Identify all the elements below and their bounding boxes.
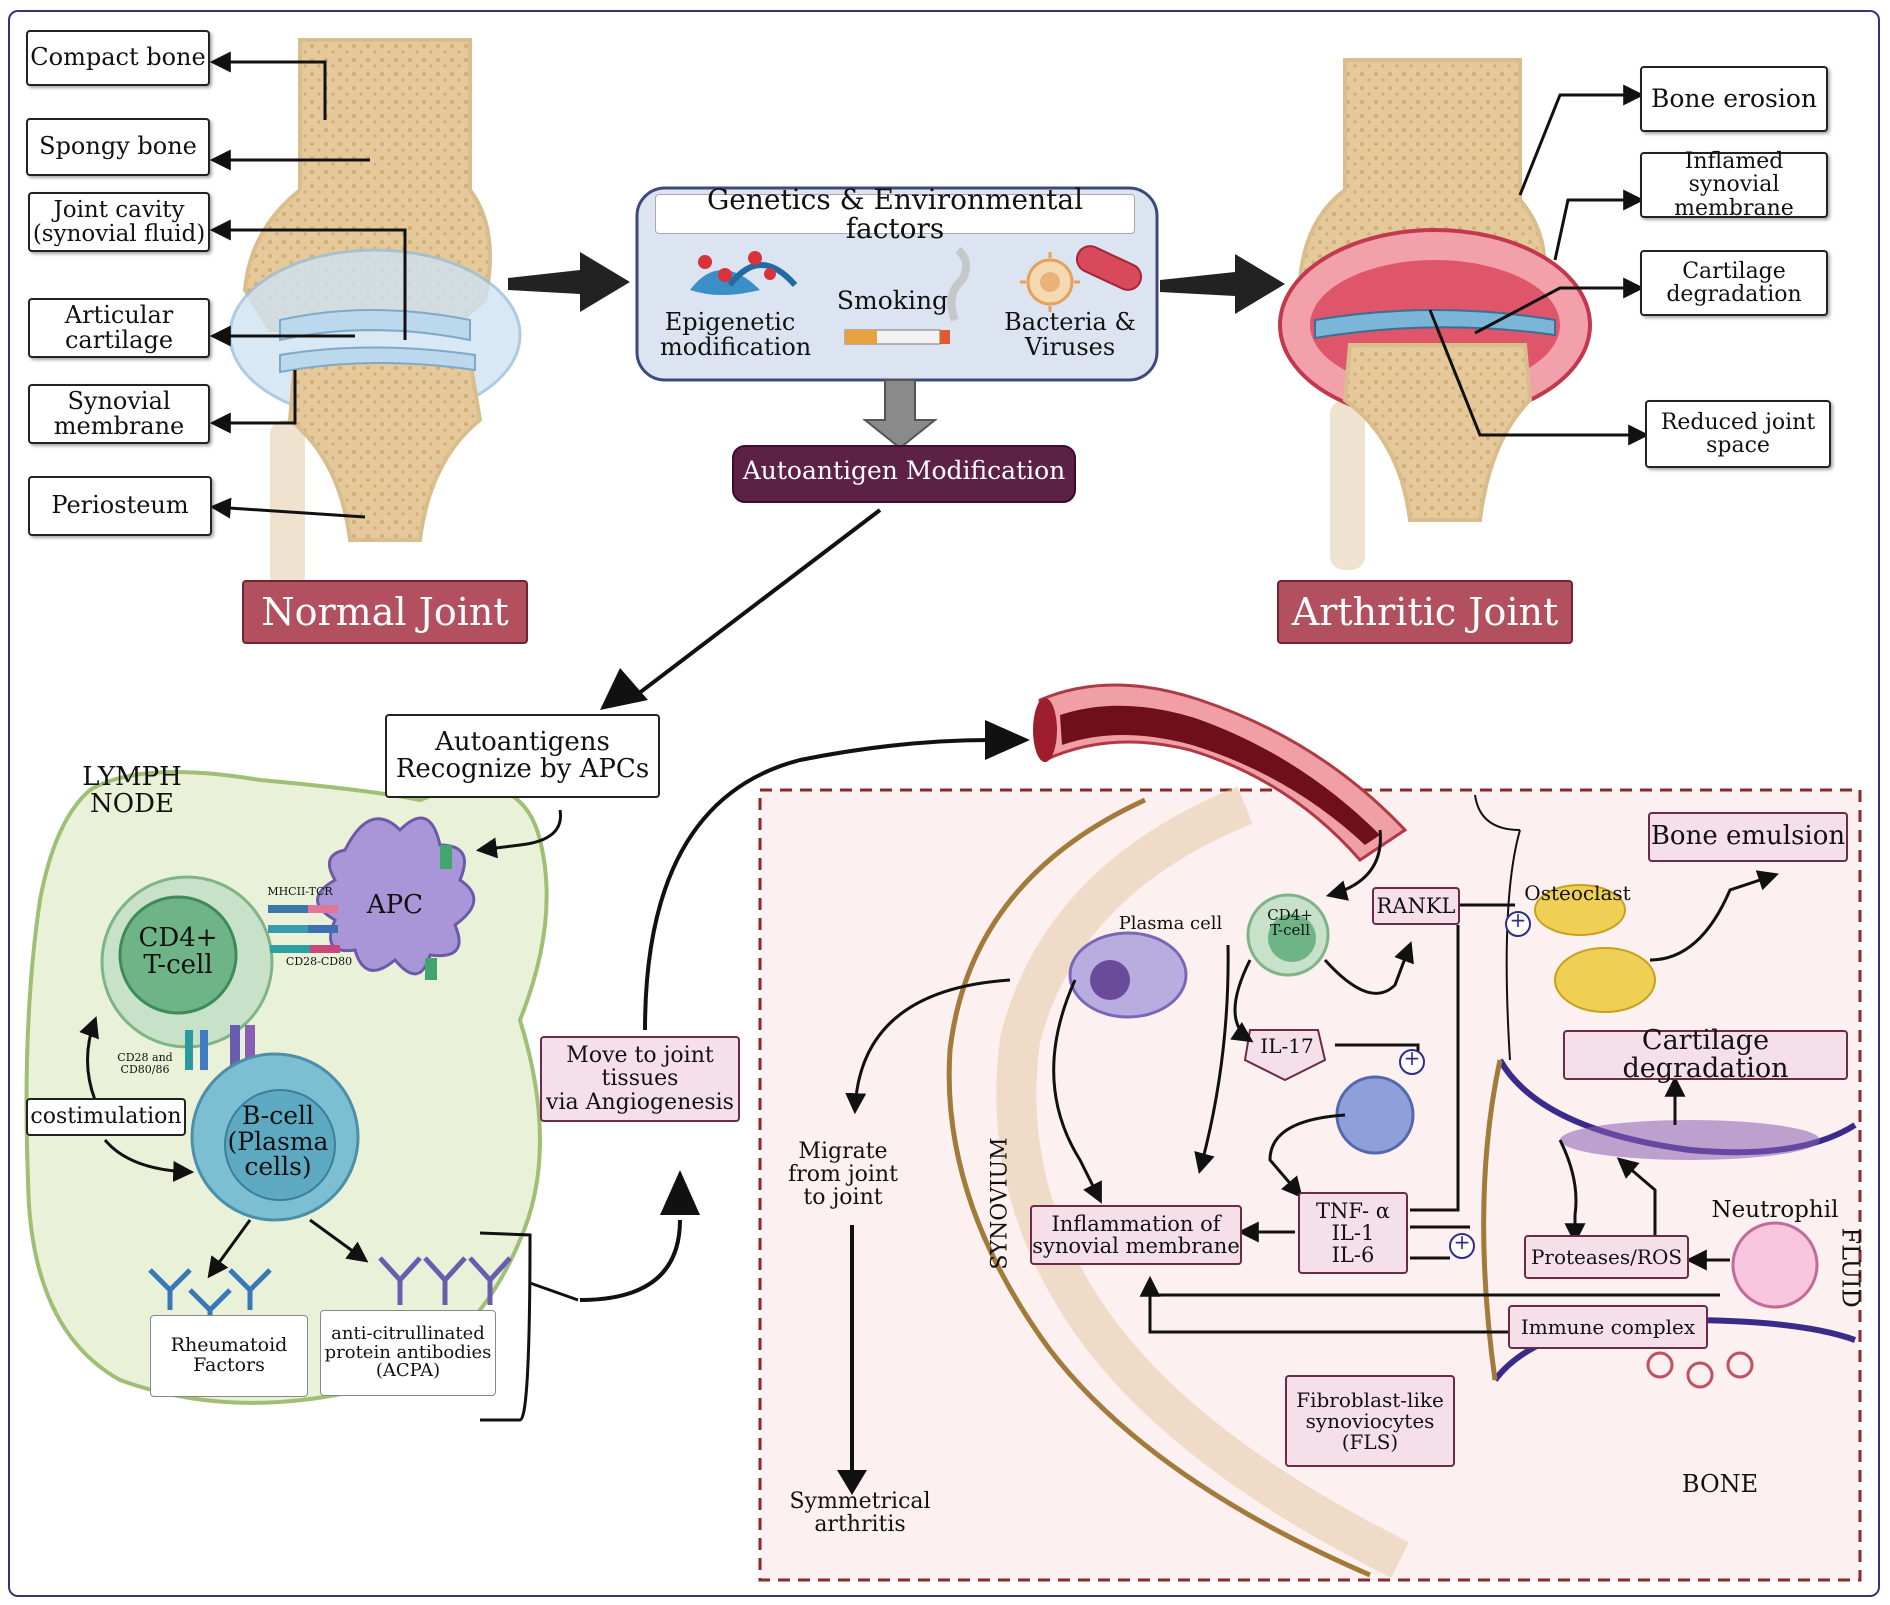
cd4-tcell-label: CD4+ T-cell	[138, 923, 218, 980]
inflammation-box: Inflammation of synovial membrane	[1030, 1205, 1242, 1265]
osteoclast-label: Osteoclast	[1524, 881, 1631, 905]
il17-label: IL-17	[1260, 1034, 1314, 1058]
arthritic-joint-leaders	[1428, 84, 1650, 446]
apc-label: APC	[366, 890, 424, 920]
bcell-nucleus	[224, 1089, 336, 1201]
arrow-to-recognize	[600, 668, 648, 710]
blood-vessel-icon	[1033, 683, 1408, 862]
lymph-arrows	[79, 809, 579, 1422]
label-bone-erosion: Bone erosion	[1640, 66, 1828, 132]
plus-label-2: +	[1403, 1046, 1421, 1070]
cd4-tcell-nucleus	[118, 895, 238, 1015]
cartilage-degradation-box: Cartilage degradation	[1563, 1026, 1848, 1083]
plus-label-3: +	[1453, 1230, 1471, 1254]
osteoclast-icon	[1534, 884, 1626, 936]
autoantigen-modification-label: Autoantigen Modification	[742, 456, 1066, 485]
angiogenesis-box: Move to joint tissues via Angiogenesis	[540, 1036, 740, 1122]
plus-icon	[1399, 911, 1531, 1259]
lymph-node-title: LYMPH NODE	[82, 762, 182, 820]
fluid-label: FLUID	[1836, 1227, 1865, 1308]
factors-title: Genetics & Environmental factors	[655, 184, 1135, 243]
label-inflamed-synovial: Inflamed synovial membrane	[1640, 150, 1828, 220]
autoantigen-box	[732, 445, 1076, 503]
cytokines-box: TNF- α IL-1 IL-6	[1298, 1192, 1408, 1274]
dna-icon	[690, 251, 798, 295]
plasma-cell-label: Plasma cell	[1118, 913, 1223, 934]
symmetrical-arthritis-label: Symmetrical arthritis	[789, 1489, 931, 1538]
label-joint-cavity: Joint cavity (synovial fluid)	[28, 192, 210, 252]
costimulation-box: costimulation	[26, 1098, 186, 1136]
bcell-label: B-cell (Plasma cells)	[227, 1101, 329, 1181]
bone-label: BONE	[1681, 1470, 1759, 1498]
immune-complex-icon	[1646, 1351, 1754, 1389]
factor-epigenetic: Epigenetic modification	[660, 308, 812, 362]
label-reduced-joint-space: Reduced joint space	[1645, 400, 1831, 468]
factor-smoking: Smoking	[836, 286, 949, 315]
recognize-apcs-box: Autoantigens Recognize by APCs	[385, 714, 660, 798]
label-periosteum: Periosteum	[28, 476, 212, 536]
neutrophil-icon	[1731, 1221, 1819, 1309]
arrow-to-vessel	[985, 720, 1030, 760]
osteoclast-icon-2	[1554, 947, 1656, 1013]
migrate-label: Migrate from joint to joint	[788, 1139, 898, 1211]
normal-joint-illustration	[228, 38, 522, 590]
arthritic-joint-title: Arthritic Joint	[1277, 580, 1573, 644]
neutrophil-label: Neutrophil	[1711, 1197, 1839, 1223]
label-articular-cartilage: Articular cartilage	[28, 298, 210, 358]
arrow-down-symmetrical	[837, 1470, 867, 1495]
il17-shape	[1243, 1029, 1327, 1082]
cd28-cd8086-label: CD28 and CD80/86	[117, 1051, 173, 1076]
label-spongy-bone: Spongy bone	[26, 118, 210, 176]
arrow-factors-to-arthritic	[1160, 254, 1285, 314]
bone-emulsion-box: Bone emulsion	[1648, 812, 1848, 862]
mhc-tcr-label: MHCII-TCR	[267, 885, 333, 898]
factor-bacteria: Bacteria & Viruses	[1004, 308, 1136, 362]
rankl-box: RANKL	[1372, 887, 1460, 925]
panel-tcell-label: CD4+ T-cell	[1267, 906, 1313, 940]
arrow-normal-to-factors	[508, 252, 630, 312]
arrow-factors-down	[862, 379, 938, 450]
immune-complex-box: Immune complex	[1508, 1305, 1708, 1349]
synovium-label: SYNOVIUM	[987, 1137, 1013, 1270]
proteases-box: Proteases/ROS	[1524, 1235, 1689, 1279]
rheumatoid-factors-box: Rheumatoid Factors	[150, 1315, 308, 1397]
antibody-icon	[148, 1256, 512, 1330]
label-compact-bone: Compact bone	[26, 30, 210, 86]
acpa-box: anti-citrullinated protein antibodies (A…	[320, 1310, 496, 1396]
arrow-up-angiogenesis	[660, 1170, 700, 1215]
label-cartilage-degradation: Cartilage degradation	[1640, 250, 1828, 316]
receptor-pairs	[185, 845, 452, 1075]
cigarette-icon	[844, 246, 971, 345]
normal-joint-leaders	[209, 51, 407, 519]
plus-label-1: +	[1509, 908, 1527, 932]
label-synovial-membrane: Synovial membrane	[28, 384, 210, 444]
cd28-cd80-label: CD28-CD80	[285, 955, 353, 968]
bacteria-icon	[1075, 245, 1143, 291]
panel-arrows	[845, 829, 1779, 1443]
inflammatory-cell	[1335, 1075, 1415, 1155]
fls-box: Fibroblast-like synoviocytes (FLS)	[1285, 1375, 1455, 1467]
virus-icon	[1020, 252, 1080, 312]
normal-joint-title: Normal Joint	[242, 580, 528, 644]
